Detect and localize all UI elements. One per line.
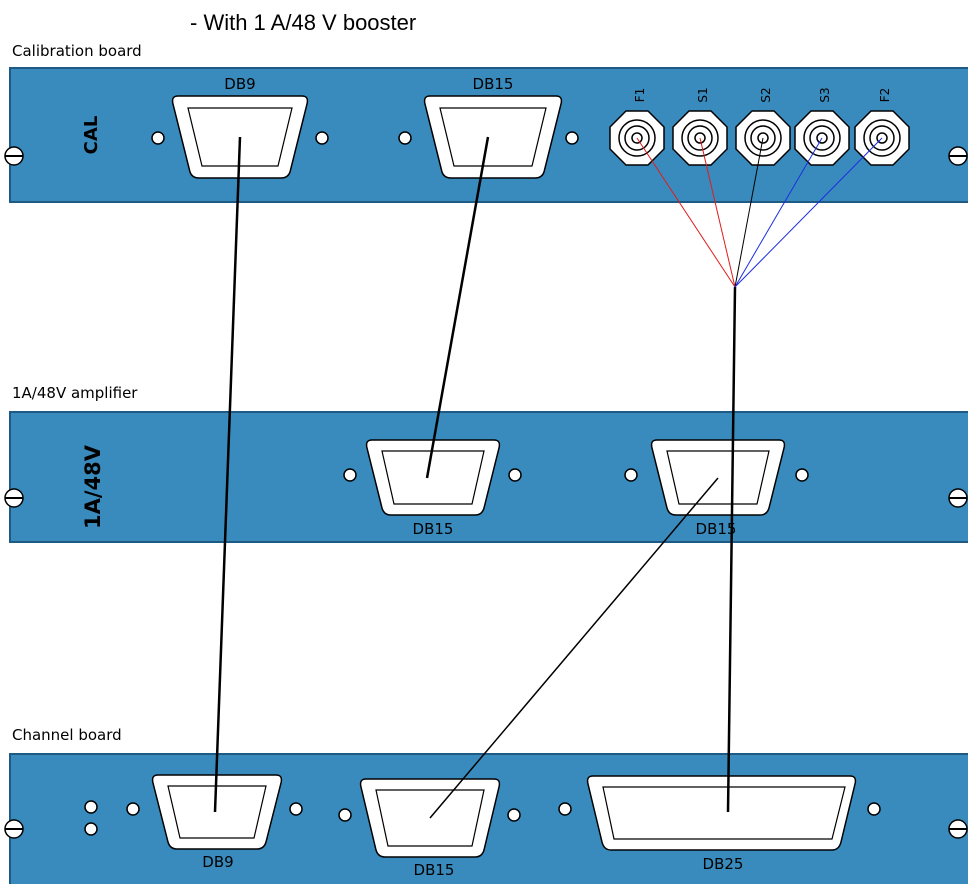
panel-screw-icon: [948, 146, 968, 166]
calibration-side-label: CAL: [81, 116, 102, 155]
mount-hole-icon: [867, 802, 881, 816]
wire-s2: [734, 137, 764, 288]
cal-db9-label: DB9: [224, 75, 255, 93]
cable-cal-db9-to-ch-db9: [213, 136, 242, 813]
wire-s1: [699, 137, 736, 288]
mount-hole-icon: [624, 468, 638, 482]
ch-db9-label: DB9: [202, 853, 233, 871]
cables: [213, 136, 883, 819]
panel-screw-icon: [948, 819, 968, 839]
ch-db25-label: DB25: [703, 855, 744, 873]
mount-hole-icon: [795, 468, 809, 482]
cable-amp-db15-to-ch-db15: [429, 477, 719, 819]
mount-hole-icon: [343, 468, 357, 482]
mount-hole-icon: [84, 800, 98, 814]
bnc-s3-label: S3: [818, 87, 832, 102]
bnc-f1-label: F1: [633, 88, 647, 103]
amplifier-board-panel: 1A/48V DB15 DB15: [4, 411, 968, 543]
mount-hole-icon: [151, 131, 165, 145]
mount-hole-icon: [126, 802, 140, 816]
bnc-f2-label: F2: [878, 88, 892, 103]
amplifier-side-label: 1A/48V: [81, 444, 105, 529]
panel-screw-icon: [4, 819, 24, 839]
mount-hole-icon: [565, 131, 579, 145]
ch-db15-label: DB15: [414, 861, 455, 879]
mount-hole-icon: [289, 802, 303, 816]
channel-board-title: Channel board: [12, 726, 122, 744]
bnc-s2-label: S2: [759, 87, 773, 102]
amp-left-db15-label: DB15: [413, 520, 454, 538]
wire-f2: [734, 137, 883, 288]
panel-screw-icon: [4, 488, 24, 508]
mount-hole-icon: [315, 131, 329, 145]
panel-screw-icon: [948, 488, 968, 508]
mount-hole-icon: [338, 808, 352, 822]
wire-s3: [734, 137, 823, 288]
cal-db15-connector[interactable]: [423, 95, 563, 179]
amp-left-db15-connector[interactable]: [365, 439, 501, 516]
ch-db25-connector[interactable]: [586, 775, 857, 851]
diagram-heading: - With 1 A/48 V booster: [190, 10, 416, 35]
amp-right-db15-connector[interactable]: [650, 439, 786, 516]
cable-bundle-to-ch-db25: [726, 286, 737, 813]
wire-f1: [636, 137, 736, 288]
amp-right-db15-label: DB15: [696, 520, 737, 538]
ch-db9-connector[interactable]: [151, 774, 283, 850]
channel-board-panel: DB9 DB15 DB25: [4, 753, 968, 884]
mount-hole-icon: [84, 822, 98, 836]
mount-hole-icon: [398, 131, 412, 145]
calibration-board-title: Calibration board: [12, 42, 142, 60]
amplifier-board-title: 1A/48V amplifier: [12, 384, 138, 402]
panel-screw-icon: [4, 146, 24, 166]
bnc-s1-label: S1: [696, 87, 710, 102]
cal-db15-label: DB15: [473, 75, 514, 93]
mount-hole-icon: [508, 468, 522, 482]
mount-hole-icon: [558, 802, 572, 816]
calibration-board-panel: CAL DB9 DB15 F1 S1 S2 S3 F2: [4, 67, 968, 203]
cable-cal-db15-to-amp-db15: [425, 136, 490, 479]
mount-hole-icon: [507, 808, 521, 822]
